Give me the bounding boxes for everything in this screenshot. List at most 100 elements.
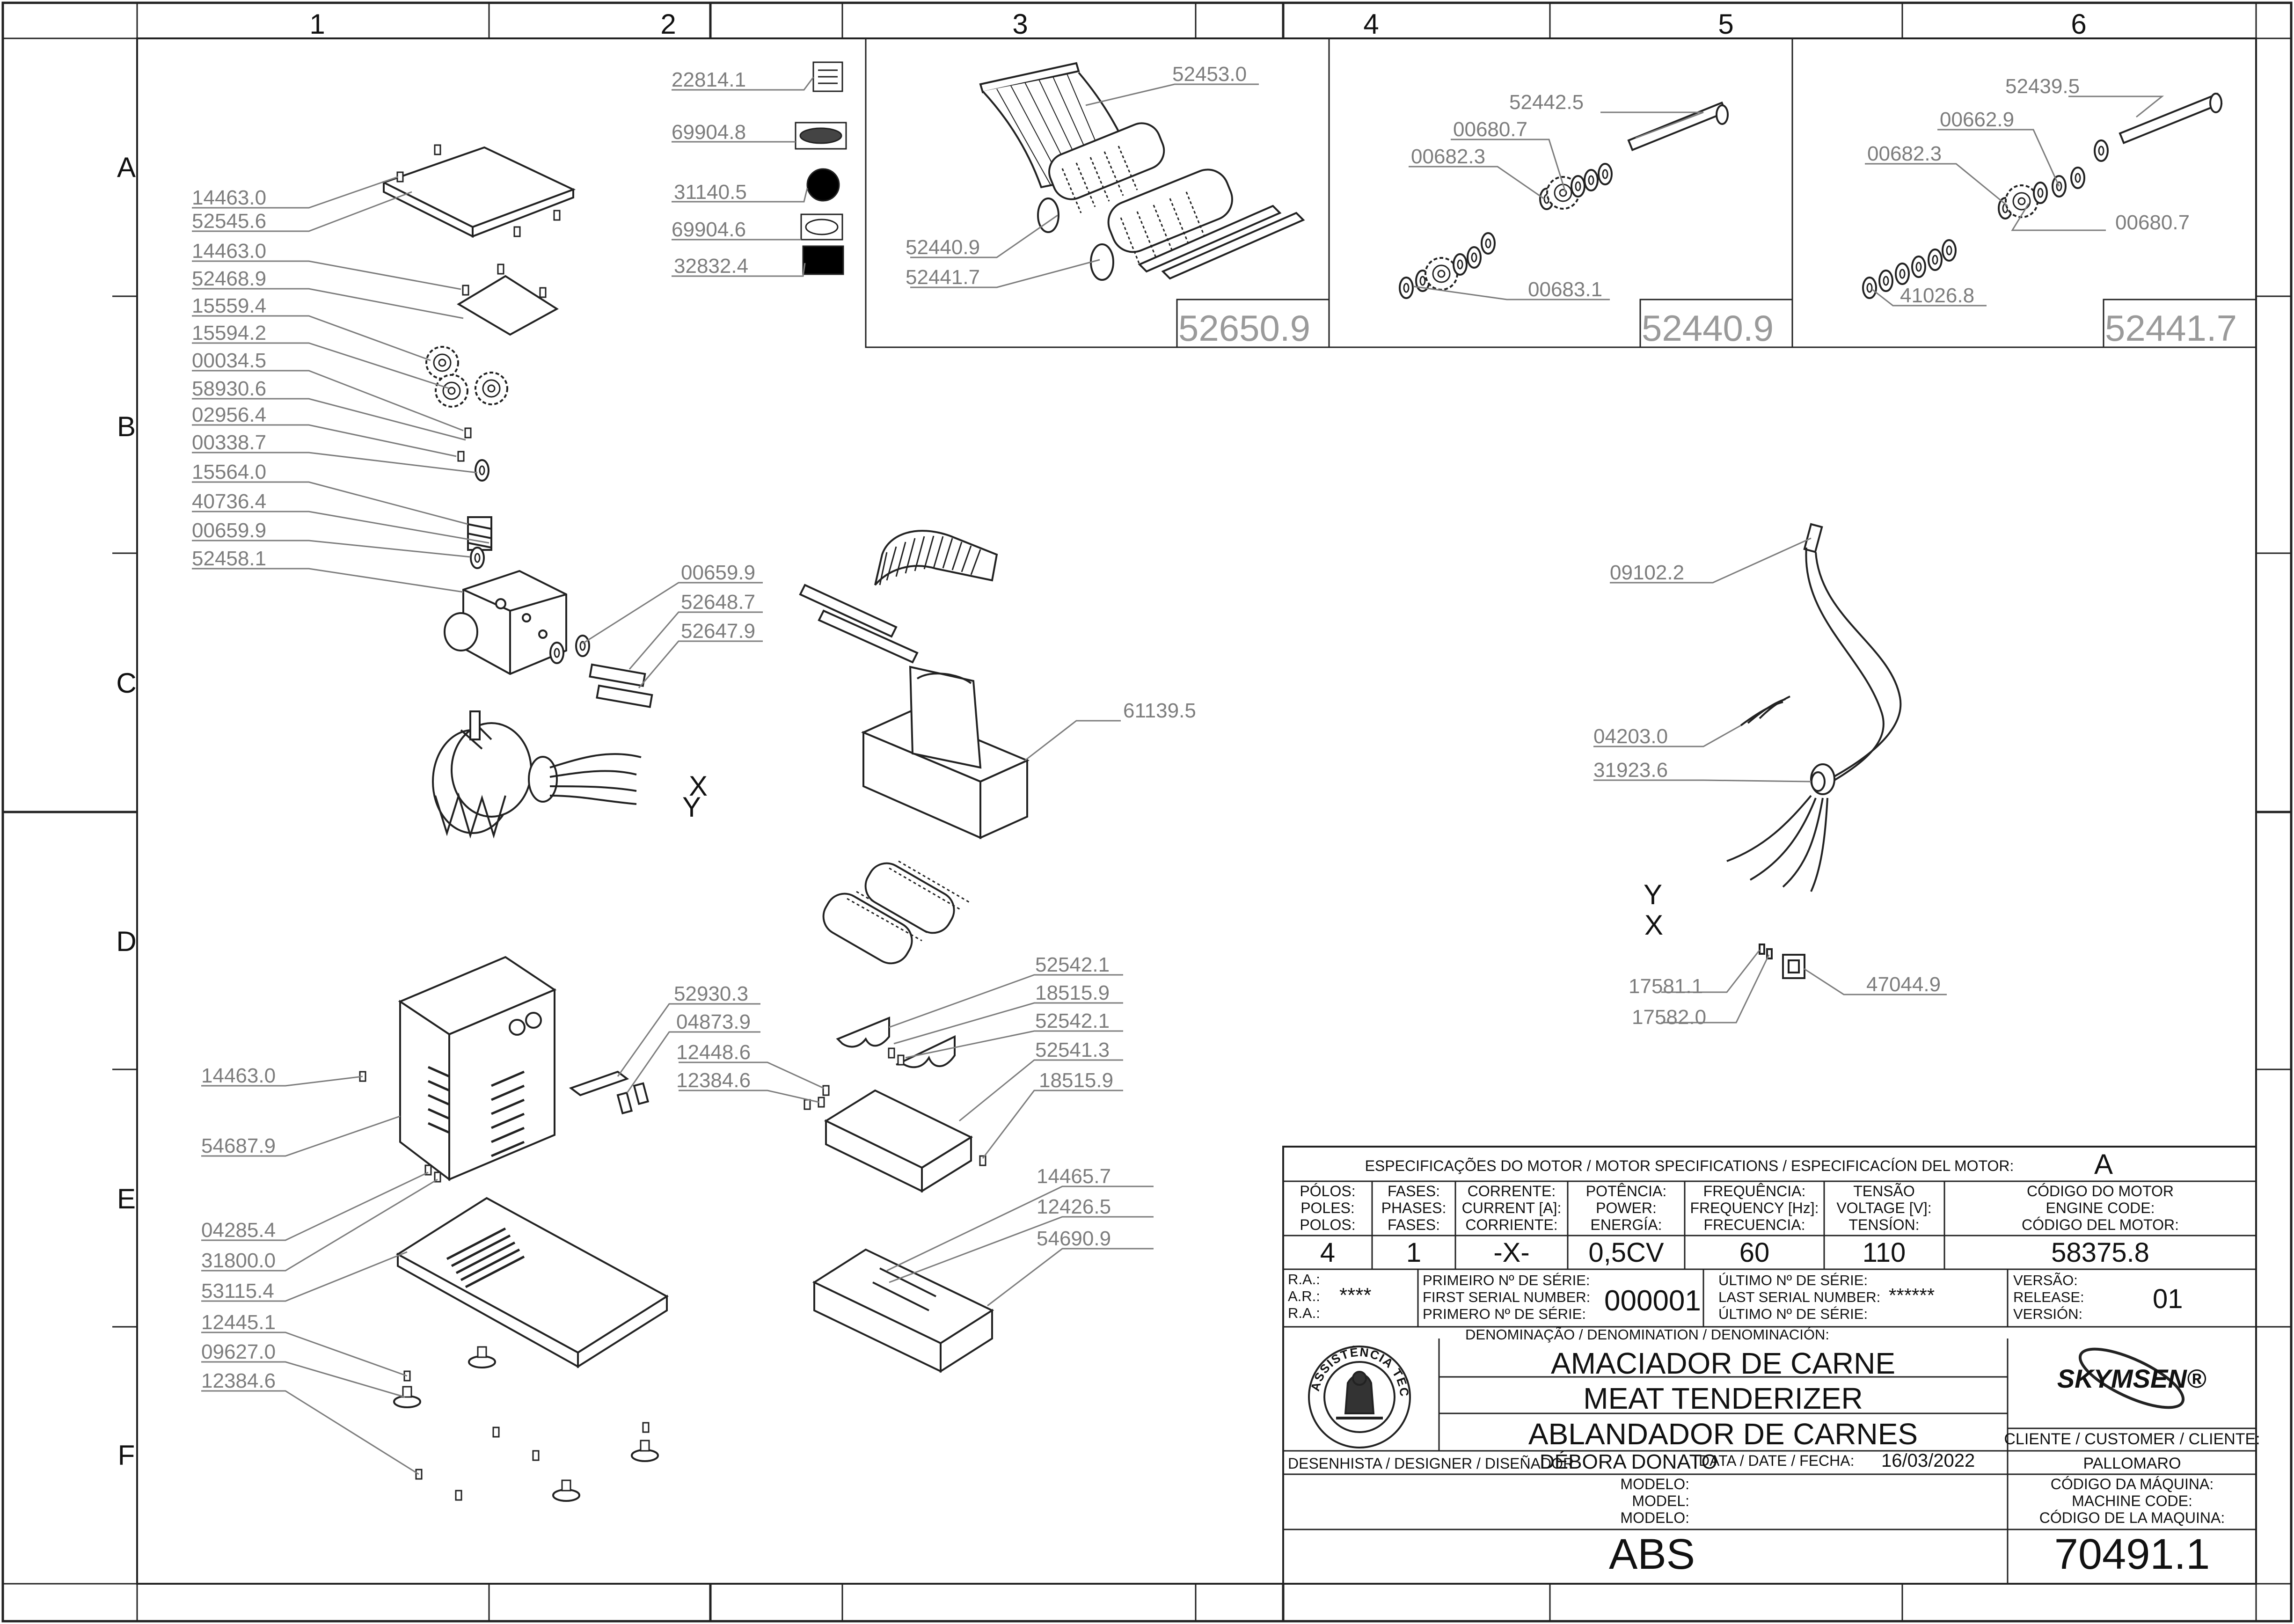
- header-phases-3: FASES:: [1388, 1216, 1440, 1233]
- part-labels: 22814.1 69904.8 31140.5 69904.6 32832.4 …: [192, 63, 2190, 1392]
- date-value: 16/03/2022: [1881, 1450, 1975, 1471]
- blade-comb-c2: [799, 530, 998, 664]
- spring-part: [467, 516, 492, 551]
- cabinet-housing: [398, 956, 557, 1182]
- grid-col-6: 6: [2071, 8, 2086, 40]
- part-label: 58930.6: [192, 377, 266, 400]
- header-phases-1: FASES:: [1388, 1183, 1440, 1200]
- part-label: 52648.7: [681, 591, 755, 614]
- label-icons: [795, 61, 847, 275]
- part-label: 04203.0: [1593, 725, 1668, 748]
- part-label: 40736.4: [192, 490, 266, 513]
- grid-ticks: [3, 3, 2291, 1621]
- roller-support-brackets: [836, 1017, 956, 1068]
- part-label: 00659.9: [192, 519, 266, 542]
- header-power-2: POWER:: [1596, 1200, 1657, 1216]
- part-label: 69904.6: [672, 218, 746, 241]
- grid-row-d: D: [116, 926, 136, 957]
- part-label: 52542.1: [1035, 953, 1110, 976]
- part-label: 15594.2: [192, 322, 266, 344]
- part-label: 31923.6: [1593, 759, 1668, 782]
- denomination-label: DENOMINAÇÃO / DENOMINATION / DENOMINACIÓ…: [1465, 1326, 1829, 1343]
- model-value: ABS: [1609, 1530, 1695, 1578]
- header-engine-code-3: CÓDIGO DEL MOTOR:: [2022, 1216, 2179, 1233]
- motor-spec-title: ESPECIFICAÇÕES DO MOTOR / MOTOR SPECIFIC…: [1365, 1157, 2014, 1174]
- header-current-3: CORRIENTE:: [1465, 1216, 1557, 1233]
- grid-column-labels: 1 2 3 4 5 6: [309, 8, 2086, 40]
- title-block-serials: R.A.: A.R.: R.A.: **** PRIMEIRO Nº DE SÉ…: [1288, 1271, 2183, 1343]
- part-label: 00680.7: [2115, 211, 2190, 234]
- part-label: 54690.9: [1037, 1227, 1111, 1250]
- part-label: 18515.9: [1039, 1069, 1113, 1092]
- shafts-c1: [589, 663, 653, 708]
- part-label: 52440.9: [906, 236, 980, 259]
- detail-shaft-52442: [1627, 101, 1729, 152]
- ra-value: ****: [1339, 1284, 1372, 1307]
- bar-part: [569, 1070, 650, 1115]
- version-label-1: VERSÃO:: [2013, 1272, 2078, 1288]
- designer-label: DESENHISTA / DESIGNER / DISEÑADOR:: [1288, 1455, 1578, 1472]
- header-engine-code-1: CÓDIGO DO MOTOR: [2027, 1183, 2174, 1200]
- part-label: 02956.4: [192, 403, 266, 426]
- gearbox-housing: [444, 570, 567, 675]
- part-label: 31140.5: [674, 181, 747, 204]
- axis-mark-y-2: Y: [1644, 879, 1662, 910]
- part-label: 00682.3: [1411, 145, 1485, 168]
- part-label: 41026.8: [1900, 284, 1974, 307]
- grid-col-5: 5: [1718, 8, 1733, 40]
- leader-lines: [192, 77, 2164, 1475]
- ra-label-3: R.A.:: [1288, 1305, 1320, 1321]
- header-voltage-1: TENSÃO: [1853, 1183, 1915, 1200]
- machine-code-label-2: MACHINE CODE:: [2072, 1492, 2192, 1509]
- header-phases-2: PHASES:: [1381, 1200, 1447, 1216]
- first-serial-value: 000001: [1604, 1285, 1701, 1317]
- part-label: 14465.7: [1037, 1165, 1111, 1188]
- part-label: 52542.1: [1035, 1010, 1110, 1032]
- version-label-3: VERSIÓN:: [2013, 1306, 2082, 1322]
- detail-code-3: 52441.7: [2105, 307, 2237, 349]
- axis-mark-y-1: Y: [682, 791, 701, 823]
- detail-panels: [865, 37, 2257, 348]
- last-serial-value: ******: [1889, 1284, 1935, 1306]
- grid-row-labels: A B C D E F: [116, 152, 136, 1471]
- header-poles-2: POLES:: [1300, 1200, 1355, 1216]
- ra-label-2: A.R.:: [1288, 1288, 1320, 1304]
- power-cord: [1726, 523, 1902, 892]
- grid-col-2: 2: [660, 8, 676, 40]
- part-label: 52442.5: [1509, 91, 1584, 114]
- client-label: CLIENTE / CUSTOMER / CLIENTE:: [2004, 1430, 2260, 1448]
- part-label: 12384.6: [676, 1069, 751, 1092]
- part-label: 52439.5: [2005, 75, 2080, 98]
- grid-col-1: 1: [309, 8, 325, 40]
- part-label: 00682.3: [1867, 142, 1942, 165]
- value-poles: 4: [1320, 1237, 1335, 1268]
- product-name-en: MEAT TENDERIZER: [1583, 1382, 1863, 1415]
- model-label-1: MODELO:: [1620, 1476, 1689, 1492]
- part-label: 04873.9: [676, 1010, 751, 1033]
- grid-row-b: B: [117, 411, 136, 442]
- header-poles-3: POLOS:: [1300, 1216, 1355, 1233]
- first-serial-label-1: PRIMEIRO Nº DE SÉRIE:: [1423, 1272, 1590, 1288]
- header-frequency-2: FREQUENCY [Hz]:: [1690, 1200, 1819, 1216]
- value-frequency: 60: [1739, 1237, 1770, 1268]
- part-label: 12426.5: [1037, 1195, 1111, 1218]
- part-label: 52541.3: [1035, 1039, 1110, 1061]
- first-serial-label-3: PRIMERO Nº DE SÉRIE:: [1423, 1306, 1586, 1322]
- part-label: 04285.4: [201, 1219, 276, 1242]
- part-label: 09627.0: [201, 1340, 276, 1363]
- last-serial-label-1: ÚLTIMO Nº DE SÉRIE:: [1718, 1272, 1868, 1288]
- part-label: 52441.7: [906, 266, 980, 289]
- part-label: 15564.0: [192, 461, 266, 483]
- model-label-3: MODELO:: [1620, 1509, 1689, 1526]
- part-label: 00680.7: [1453, 118, 1527, 141]
- value-engine-code: 58375.8: [2051, 1237, 2149, 1268]
- detail-roller-52440: [1037, 122, 1165, 233]
- value-power: 0,5CV: [1588, 1237, 1664, 1268]
- part-label: 52647.9: [681, 620, 755, 643]
- axis-mark-x-2: X: [1644, 909, 1663, 941]
- value-phases: 1: [1406, 1237, 1421, 1268]
- part-label: 52458.1: [192, 547, 266, 570]
- part-label: 47044.9: [1866, 973, 1941, 996]
- authorized-service-seal: [1308, 1346, 1411, 1448]
- detail-code-2: 52440.9: [1642, 307, 1774, 349]
